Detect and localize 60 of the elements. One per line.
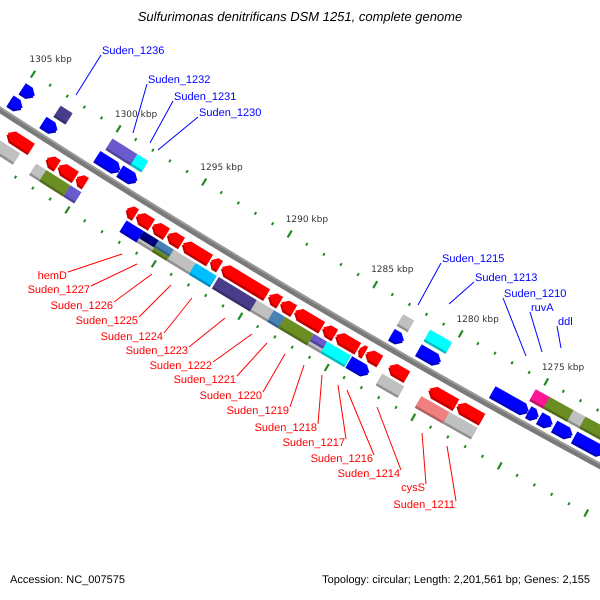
leader-line [446, 446, 456, 502]
gene-label: Suden_1217 [282, 437, 345, 449]
leader-line [346, 390, 374, 456]
tick-label: 1290 kbp [286, 214, 328, 225]
gene-label: Suden_1236 [102, 45, 164, 57]
title: Sulfurimonas denitrificans DSM 1251, complete genome [136, 9, 464, 24]
gene-label: Suden_1214 [338, 468, 400, 480]
leader-line [164, 298, 192, 334]
leader-line [68, 254, 122, 272]
gene-label: hemD [38, 270, 67, 282]
leader-line [556, 326, 562, 348]
gene-label: Suden_1224 [100, 331, 163, 343]
gene-label: Suden_1226 [50, 300, 113, 312]
leader-line [236, 342, 268, 376]
gene-label: Suden_1230 [199, 107, 262, 119]
tick-label: 1280 kbp [456, 314, 499, 325]
gene-label: Suden_1213 [475, 272, 538, 284]
leader-line [376, 406, 402, 470]
tick-label: 1295 kbp [200, 163, 243, 174]
leader-line [76, 54, 102, 96]
gene-label: Suden_1225 [76, 315, 138, 327]
leader-line [422, 432, 426, 484]
genome-info-text: Topology: circular; Length: 2,201,561 bp; Genes: 2,155 [322, 574, 590, 586]
leader-line [150, 100, 174, 144]
leader-line [132, 84, 148, 134]
leader-line [502, 298, 526, 356]
gene-label: cysS [401, 482, 425, 494]
tick-label: 1275 kbp [542, 362, 584, 373]
gene-label: Suden_1231 [174, 91, 236, 103]
gene-label: Suden_1216 [310, 453, 373, 465]
gene-label: Suden_1222 [150, 360, 212, 372]
tick-label: 1305 kbp [29, 55, 72, 66]
gene-label: Suden_1227 [28, 284, 90, 296]
leader-line [290, 364, 304, 408]
gene-label: Suden_1215 [442, 253, 504, 265]
leader-line [262, 354, 286, 392]
leader-line [158, 116, 198, 150]
leader-line [138, 284, 172, 318]
gene-label: Suden_1232 [148, 74, 210, 86]
tick-label: 1300 kbp [114, 110, 158, 120]
leader-line [90, 264, 138, 286]
leader-line [338, 384, 346, 440]
accession-text: Accession: NC_007575 [10, 574, 125, 586]
leader-line [212, 334, 252, 362]
gene-label: Suden_1218 [254, 422, 317, 434]
tick-label: 1285 kbp [371, 265, 414, 276]
leader-line [448, 282, 474, 304]
gene-label: Suden_1210 [504, 288, 566, 300]
gene-label: Suden_1223 [126, 345, 188, 357]
gene-label: ruvA [531, 302, 554, 314]
leader-line [114, 274, 152, 302]
gene-label: ddl [558, 316, 573, 328]
leader-line [318, 374, 322, 424]
gene-label: Suden_1211 [393, 499, 455, 511]
gene-label: Suden_1220 [200, 390, 262, 402]
gene-label: Suden_1221 [174, 374, 236, 386]
leader-line [188, 318, 226, 348]
leader-line [530, 312, 542, 352]
leader-line [418, 262, 442, 306]
gene-label: Suden_1219 [226, 405, 289, 417]
